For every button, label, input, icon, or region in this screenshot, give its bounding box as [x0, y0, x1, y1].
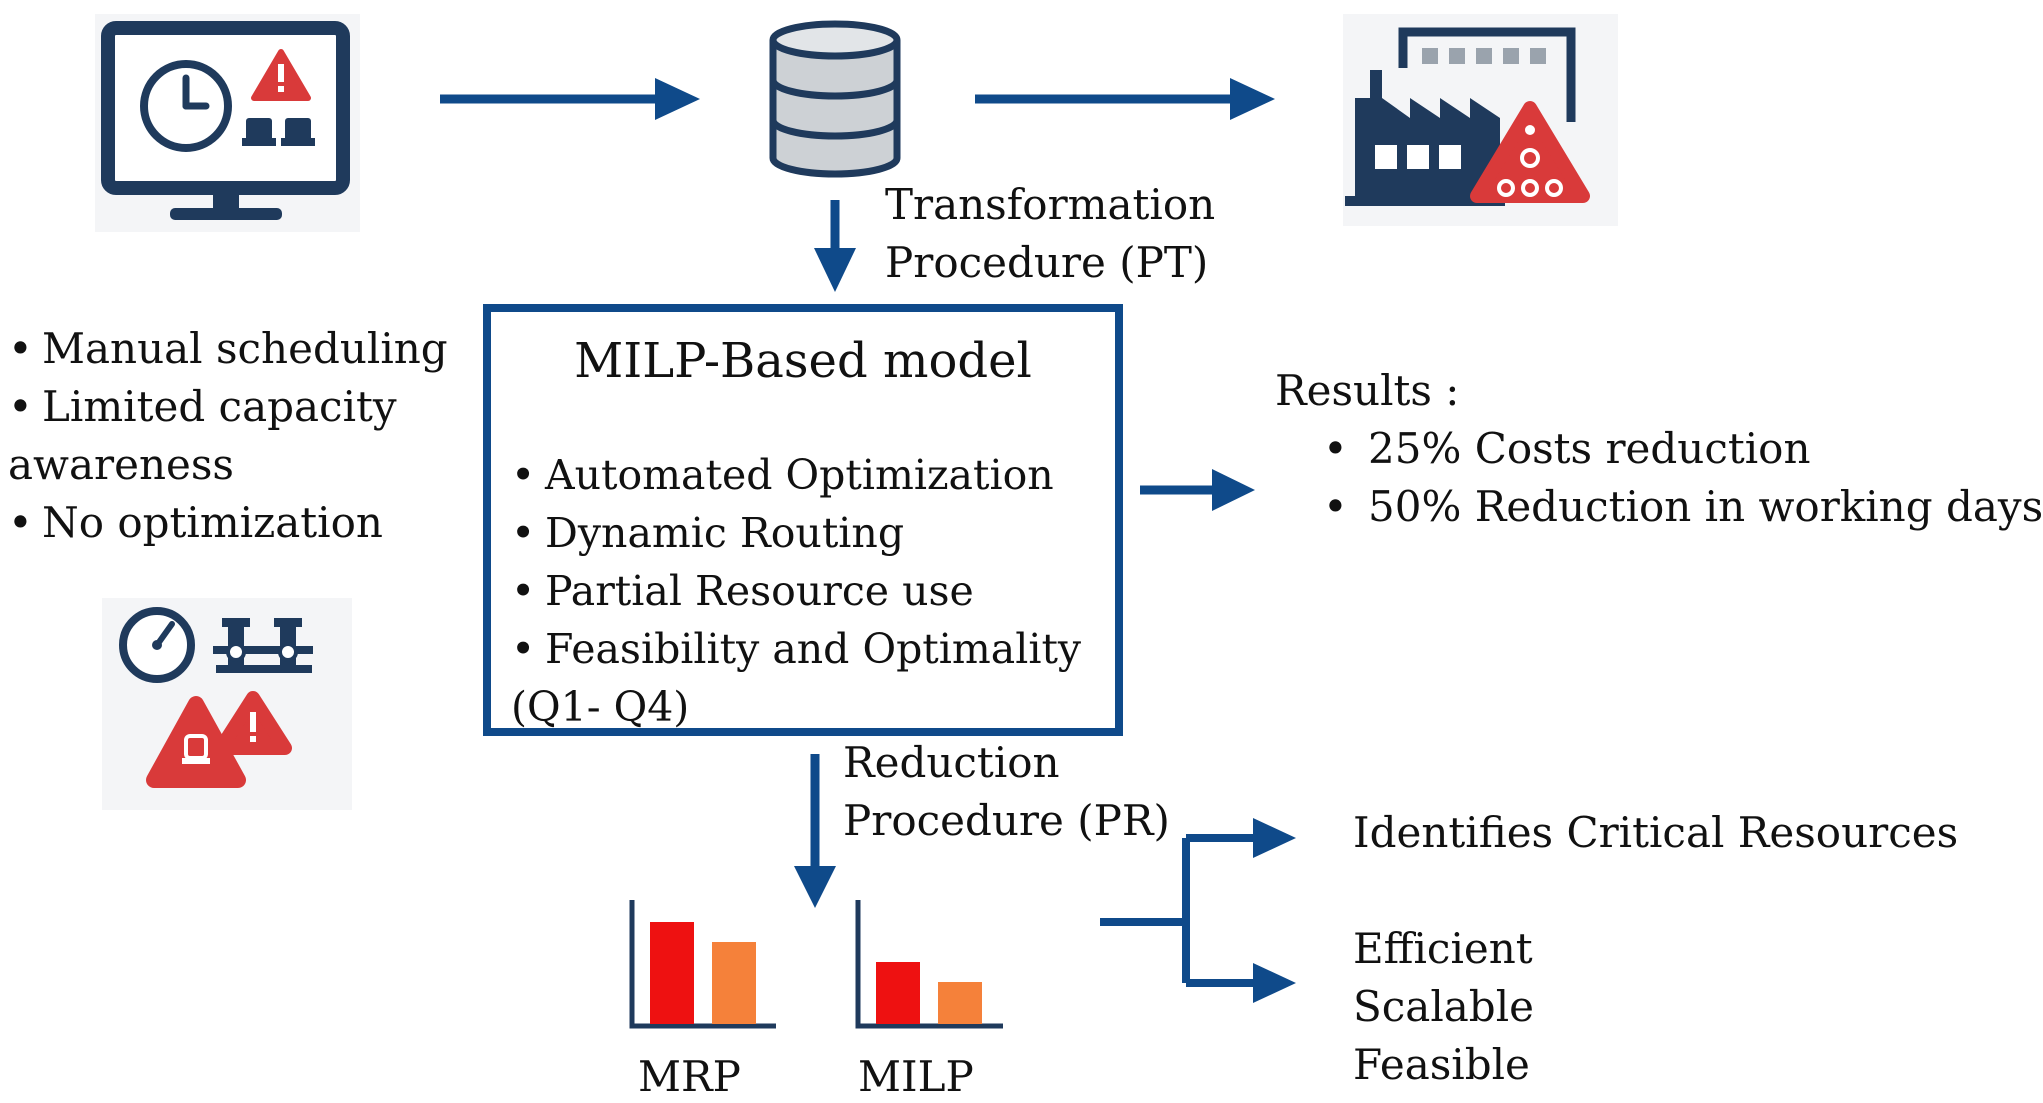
milp-bar-chart	[855, 900, 1003, 1029]
milp-bar-orange	[938, 982, 982, 1024]
result-item: 25% Costs reduction	[1323, 420, 2043, 478]
gauge-valve-alert-icon	[102, 598, 352, 810]
arrowhead-milp-to-charts	[794, 866, 836, 908]
milp-feature: Feasibility and Optimality	[511, 620, 1081, 678]
milp-model-box: MILP-Based model Automated Optimization …	[483, 304, 1123, 736]
arrowhead-database-to-factory	[1230, 78, 1275, 120]
monitor-clock-alert-icon	[95, 14, 360, 232]
milp-label: MILP	[858, 1052, 974, 1101]
milp-feature-continuation: (Q1- Q4)	[511, 683, 690, 731]
arrowhead-database-to-milp	[814, 248, 856, 292]
problem-item: Limited capacity	[8, 378, 448, 436]
qualities-list: Efficient Scalable Feasible	[1353, 920, 1534, 1094]
quality-item: Scalable	[1353, 982, 1534, 1031]
results-heading: Results :	[1275, 366, 1460, 415]
quality-item: Feasible	[1353, 1040, 1530, 1089]
transformation-line2: Procedure (PT)	[885, 238, 1209, 287]
mrp-bar-orange	[712, 942, 756, 1024]
reduction-label: Reduction Procedure (PR)	[843, 734, 1170, 850]
transformation-label: Transformation Procedure (PT)	[885, 176, 1215, 292]
milp-feature: Automated Optimization	[511, 446, 1081, 504]
mrp-bar-chart	[629, 900, 776, 1029]
reduction-line2: Procedure (PR)	[843, 796, 1170, 845]
problem-item: No optimization	[8, 494, 448, 552]
arrowhead-milp-to-results	[1212, 469, 1255, 511]
arrowhead-to-critical	[1253, 818, 1296, 858]
arrowhead-to-qualities	[1253, 963, 1296, 1003]
transformation-line1: Transformation	[885, 180, 1216, 229]
results-list: 25% Costs reduction 50% Reduction in wor…	[1323, 420, 2043, 536]
reduction-line1: Reduction	[843, 738, 1060, 787]
arrow-branch	[1100, 834, 1260, 987]
mrp-bar-red	[650, 922, 694, 1024]
milp-feature: Partial Resource use	[511, 562, 1081, 620]
quality-item: Efficient	[1353, 924, 1533, 973]
database-icon	[769, 20, 901, 178]
arrowhead-monitor-to-database	[655, 78, 700, 120]
milp-title: MILP-Based model	[574, 333, 1032, 389]
factory-alert-icon	[1343, 14, 1618, 226]
problems-list: Manual scheduling Limited capacity aware…	[8, 320, 448, 552]
problem-item: Manual scheduling	[8, 320, 448, 378]
critical-resources-text: Identifies Critical Resources	[1353, 808, 1959, 857]
mrp-label: MRP	[638, 1052, 741, 1101]
milp-feature: Dynamic Routing	[511, 504, 1081, 562]
problem-item-continuation: awareness	[8, 440, 234, 489]
milp-bar-red	[876, 962, 920, 1024]
milp-features-list: Automated Optimization Dynamic Routing P…	[511, 446, 1081, 736]
result-item: 50% Reduction in working days	[1323, 478, 2043, 536]
diagram-canvas	[95, 14, 1618, 1029]
